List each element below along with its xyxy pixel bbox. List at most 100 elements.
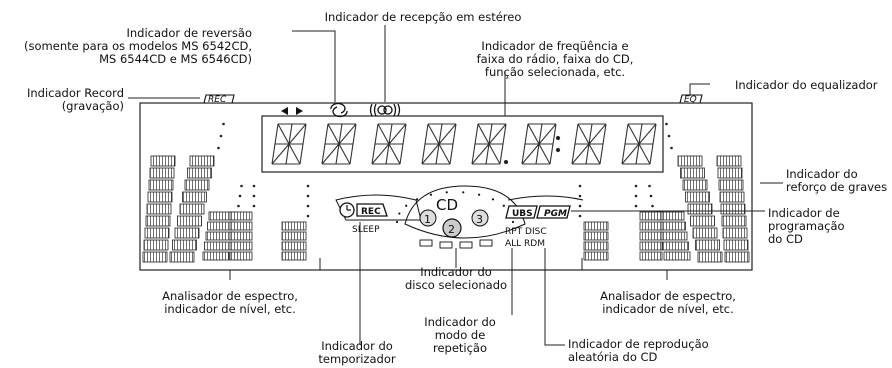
svg-text:CD: CD (436, 196, 458, 214)
spectrum-segment (177, 215, 202, 227)
spectrum-left (142, 122, 310, 263)
spectrum-segment (147, 191, 173, 203)
level-dot (217, 146, 220, 150)
disc-indicator-label: Indicador do disco selecionado (404, 265, 508, 292)
spectrum-segment (717, 167, 743, 179)
eq-tag: EQ (679, 94, 703, 105)
spectrum-segment (145, 215, 171, 227)
level-dot (252, 184, 256, 188)
svg-text:PGM: PGM (544, 209, 567, 219)
level-dot (306, 204, 310, 208)
spectrum-segment (722, 227, 748, 239)
spectrum-column (578, 184, 609, 261)
level-dot (306, 194, 310, 198)
cd-dot (462, 191, 465, 194)
display-frame (139, 102, 753, 271)
segment-digit (621, 123, 657, 165)
record-indicator-label: Indicador Record (gravação) (27, 86, 124, 113)
spectrum-segment (143, 239, 169, 251)
spectrum-segment (184, 179, 210, 191)
spectrum-segment (205, 231, 233, 241)
level-dot (238, 194, 242, 198)
ubs-pgm-group: UBS PGM (505, 195, 584, 219)
level-dot (667, 134, 671, 138)
level-dot (578, 184, 582, 188)
spectrum-segment (174, 227, 200, 239)
repeat-indicator-label: Indicador do modo de repetição (424, 315, 496, 355)
spectrum-segment (182, 191, 207, 203)
spectrum-segment (690, 215, 715, 227)
spectrum-segment (169, 251, 195, 263)
level-dot (648, 184, 651, 188)
spectrum-segment (583, 241, 609, 251)
spectrum-segment (718, 179, 744, 191)
spectrum-segment (281, 241, 307, 251)
spectrum-segment (659, 221, 686, 231)
spectrum-segment (724, 251, 750, 263)
cd-dot (511, 220, 515, 224)
cd-dot (395, 220, 399, 224)
level-dot (578, 194, 582, 198)
cd-dot (398, 212, 401, 215)
level-dot (670, 146, 673, 150)
spectrum-column (202, 184, 243, 261)
level-dot (219, 134, 223, 138)
rpt-disc-text: RPT DISC (505, 227, 547, 237)
timer-rec-group: REC SLEEP (335, 194, 422, 235)
cd-disc-cluster: CD 1 2 3 (395, 185, 526, 249)
segment-digit (271, 123, 307, 165)
spectrum-segment (172, 239, 197, 251)
spectrum-column (716, 155, 750, 263)
play-direction-icon (281, 107, 303, 115)
spectrum-segment (723, 239, 749, 251)
svg-text:REC: REC (208, 95, 227, 105)
level-dot (252, 194, 256, 198)
program-indicator-label: Indicador de programação do CD (768, 206, 845, 246)
spectrum-segment (149, 167, 175, 179)
spectrum-column (634, 184, 663, 261)
spectrum-segment (639, 231, 663, 241)
segment-digit (371, 123, 407, 165)
segment-digit (421, 123, 457, 165)
spectrum-segment (687, 203, 713, 215)
level-dot (634, 194, 638, 198)
spectrum-segment (281, 251, 307, 261)
spectrum-right (578, 122, 750, 263)
spectrum-segment (204, 241, 231, 251)
svg-text:REC: REC (361, 207, 381, 217)
spectrum-segment (692, 227, 718, 239)
spectrum-segment (146, 203, 172, 215)
equalizer-indicator-label: Indicador do equalizador (735, 78, 878, 92)
timer-indicator-label: Indicador do temporizador (318, 339, 396, 366)
spectrum-column (169, 122, 225, 263)
spectrum-segment (663, 251, 691, 261)
spectrum-segment (583, 251, 609, 261)
spectrum-segment (662, 241, 689, 251)
spectrum-segment (583, 231, 609, 241)
leader-lines (128, 25, 783, 346)
all-rdm-text: ALL RDM (505, 239, 545, 249)
reversal-icon (330, 102, 348, 118)
spectrum-segment (720, 203, 746, 215)
cd-dot (405, 204, 408, 207)
spectrum-segment (716, 155, 742, 167)
level-dot (578, 214, 582, 218)
spectrum-segment (144, 227, 170, 239)
cd-dot (502, 204, 505, 207)
spectrum-segment (148, 179, 174, 191)
level-dot (240, 184, 243, 188)
colon-dot (555, 135, 561, 141)
spectrum-segment (281, 221, 307, 231)
spectrum-segment (179, 203, 205, 215)
level-dot (252, 204, 256, 208)
spectrum-segment (229, 231, 253, 241)
spectrum-segment (639, 221, 663, 231)
spectrum-left-label: Analisador de espectro, indicador de nív… (162, 289, 298, 316)
spectrum-segment (281, 231, 307, 241)
spectrum-segment (639, 241, 663, 251)
spectrum-column (281, 184, 310, 261)
spectrum-segment (660, 231, 688, 241)
svg-text:EQ: EQ (684, 95, 697, 105)
segment-digit (471, 123, 509, 165)
